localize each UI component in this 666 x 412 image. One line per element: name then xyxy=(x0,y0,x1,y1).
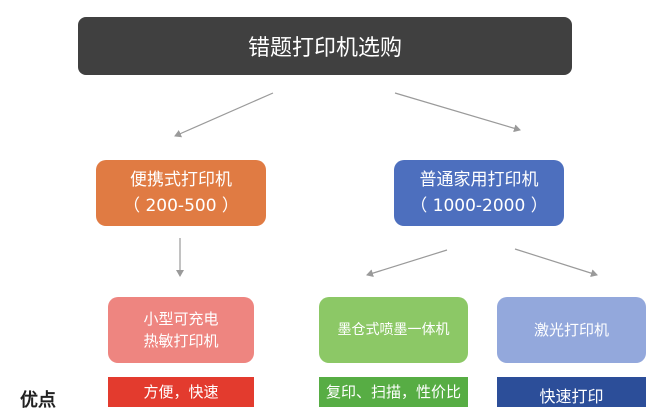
home-label: 普通家用打印机 xyxy=(419,170,539,190)
arrow-root-to-portable xyxy=(174,92,274,138)
laser-advantage-text: 快速打印 xyxy=(539,387,604,406)
inkjet-node: 墨仓式喷墨一体机 xyxy=(319,297,468,363)
advantages-label: 优点 xyxy=(20,390,56,411)
inkjet-label: 墨仓式喷墨一体机 xyxy=(337,322,450,338)
portable-printer-node: 便携式打印机 （ 200-500 ） xyxy=(96,160,266,226)
small-thermal-line1: 小型可充电 xyxy=(143,310,219,328)
arrow-root-to-home xyxy=(394,92,521,133)
root-node: 错题打印机选购 xyxy=(78,17,572,75)
arrow-home-to-inkjet xyxy=(366,249,448,278)
laser-label: 激光打印机 xyxy=(533,321,609,339)
portable-label: 便携式打印机 xyxy=(130,170,232,190)
root-label: 错题打印机选购 xyxy=(247,36,402,61)
laser-advantage: 快速打印 xyxy=(497,377,646,407)
laser-node: 激光打印机 xyxy=(497,297,646,363)
home-price: （ 1000-2000 ） xyxy=(410,196,548,216)
portable-price: （ 200-500 ） xyxy=(123,196,239,216)
connector-arrows xyxy=(174,92,598,278)
small-thermal-line2: 热敏打印机 xyxy=(143,332,219,350)
arrow-home-to-laser xyxy=(514,248,598,277)
home-printer-node: 普通家用打印机 （ 1000-2000 ） xyxy=(394,160,564,226)
small-thermal-advantage: 方便，快速 xyxy=(108,377,254,407)
small-thermal-advantage-text: 方便，快速 xyxy=(143,383,219,401)
inkjet-advantage: 复印、扫描，性价比 xyxy=(319,377,468,407)
inkjet-advantage-text: 复印、扫描，性价比 xyxy=(325,383,461,401)
small-thermal-node: 小型可充电 热敏打印机 xyxy=(108,297,254,363)
